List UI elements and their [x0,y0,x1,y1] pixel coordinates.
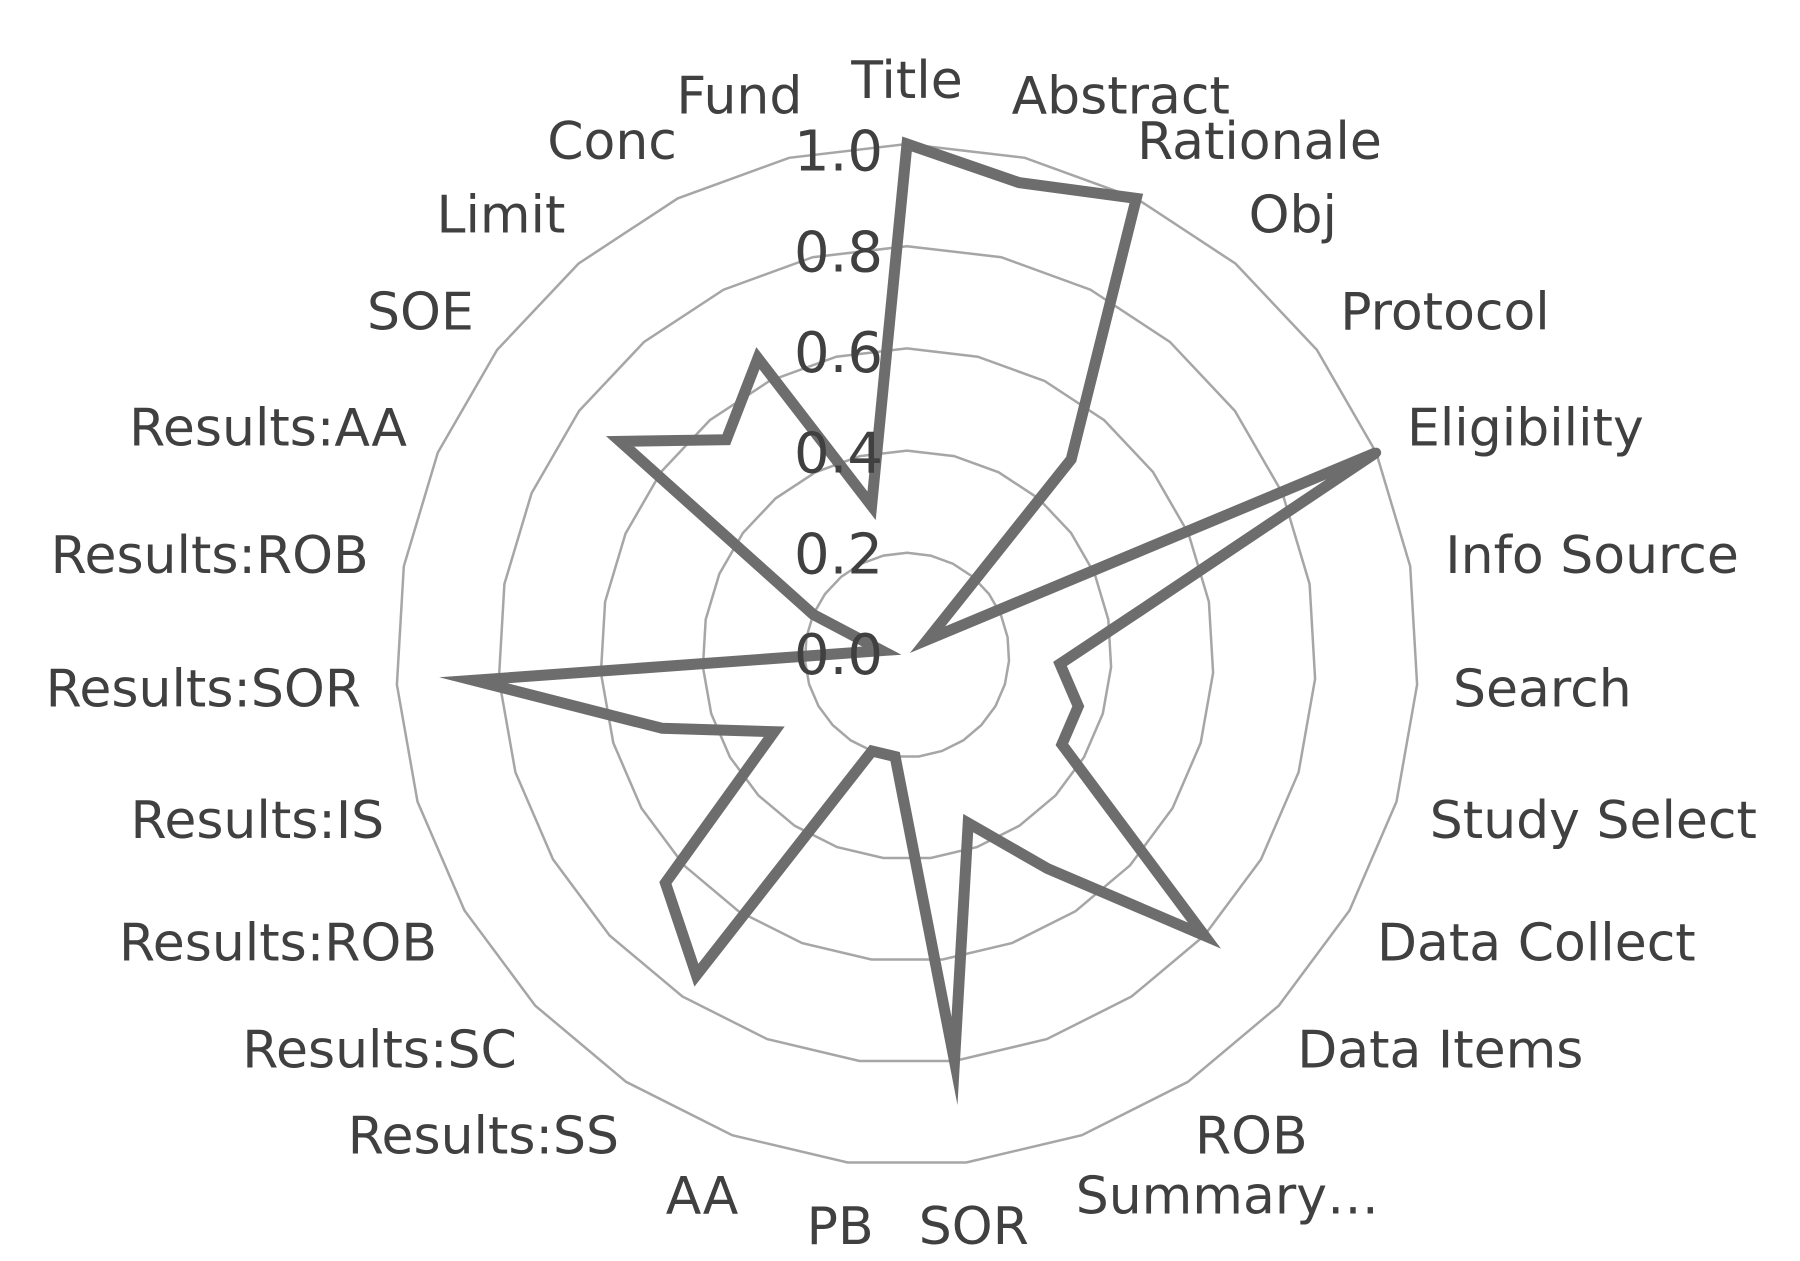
data-point [808,609,819,620]
tick-label: 0.0 [794,623,883,688]
data-point [721,434,732,445]
category-labels: Title AbstractRationaleObjProtocolEligibi… [46,51,1757,1257]
category-label: Eligibility [1407,398,1644,458]
data-point [963,818,974,829]
category-label: Results:SS [348,1106,619,1166]
category-label: Results:AA [129,398,407,458]
data-point [660,877,671,888]
data-point [1073,701,1084,712]
data-point [867,746,877,756]
category-label: Conc [547,112,677,172]
data-point [1055,658,1065,669]
data-point [468,675,479,686]
data-point [1131,193,1142,204]
grid-ring-0.4 [701,449,1113,860]
category-label: Protocol [1340,283,1550,343]
category-label: Study Select [1430,791,1757,851]
category-label: Data Items [1297,1021,1583,1081]
category-label: PB [807,1197,874,1257]
data-point [657,723,668,734]
category-label: SOE [367,283,474,343]
category-label: Results:SOR [46,659,361,719]
tick-label: 1.0 [794,120,883,185]
data-point [1066,454,1077,465]
category-label: Results:ROB [119,914,437,974]
category-label: Summary… [1076,1166,1379,1226]
tick-label: 0.6 [794,321,883,386]
data-point [1128,610,1139,621]
data-point [1042,863,1053,874]
category-label: Obj [1249,186,1337,246]
category-label: Info Source [1445,526,1739,586]
data-point [1199,930,1210,941]
tick-label: 0.2 [794,522,883,587]
data-point [1014,177,1024,188]
category-label: ROB [1195,1106,1308,1166]
data-point [949,1056,960,1066]
grid-ring-1.0 [395,142,1419,1164]
data-point [1056,739,1067,750]
category-label: AA [666,1166,739,1226]
data-point [752,353,763,364]
category-label: Results:IS [131,791,385,851]
category-label: Results:SC [242,1021,517,1081]
tick-label: 0.8 [794,220,883,285]
series-line-0 [439,136,1380,1105]
category-label: Title [850,51,962,111]
data-point [922,634,933,645]
category-label: SOR [919,1197,1029,1257]
data-point [691,970,702,981]
grid-ring-0.6 [599,347,1215,961]
category-label: Limit [436,186,565,246]
data-point [615,436,626,447]
category-label: Abstract [1012,67,1230,127]
grid-ring-0.2 [803,551,1011,758]
tick-label: 0.4 [794,422,883,487]
data-point [769,726,780,737]
grid-ring-0.8 [497,244,1317,1063]
category-label: Search [1453,659,1632,719]
grid-rings [395,142,1419,1164]
series-group [439,136,1382,1105]
tick-labels: 0.0 0.2 0.4 0.6 0.8 1.0 [794,120,883,688]
data-point [876,645,887,656]
data-point [1371,447,1382,458]
data-point [866,500,877,511]
category-label: Rationale [1137,112,1382,172]
category-label: Data Collect [1377,914,1696,974]
category-label: Results:ROB [51,526,369,586]
data-point [890,751,901,762]
category-label: Fund [676,67,802,127]
data-point [902,139,912,149]
